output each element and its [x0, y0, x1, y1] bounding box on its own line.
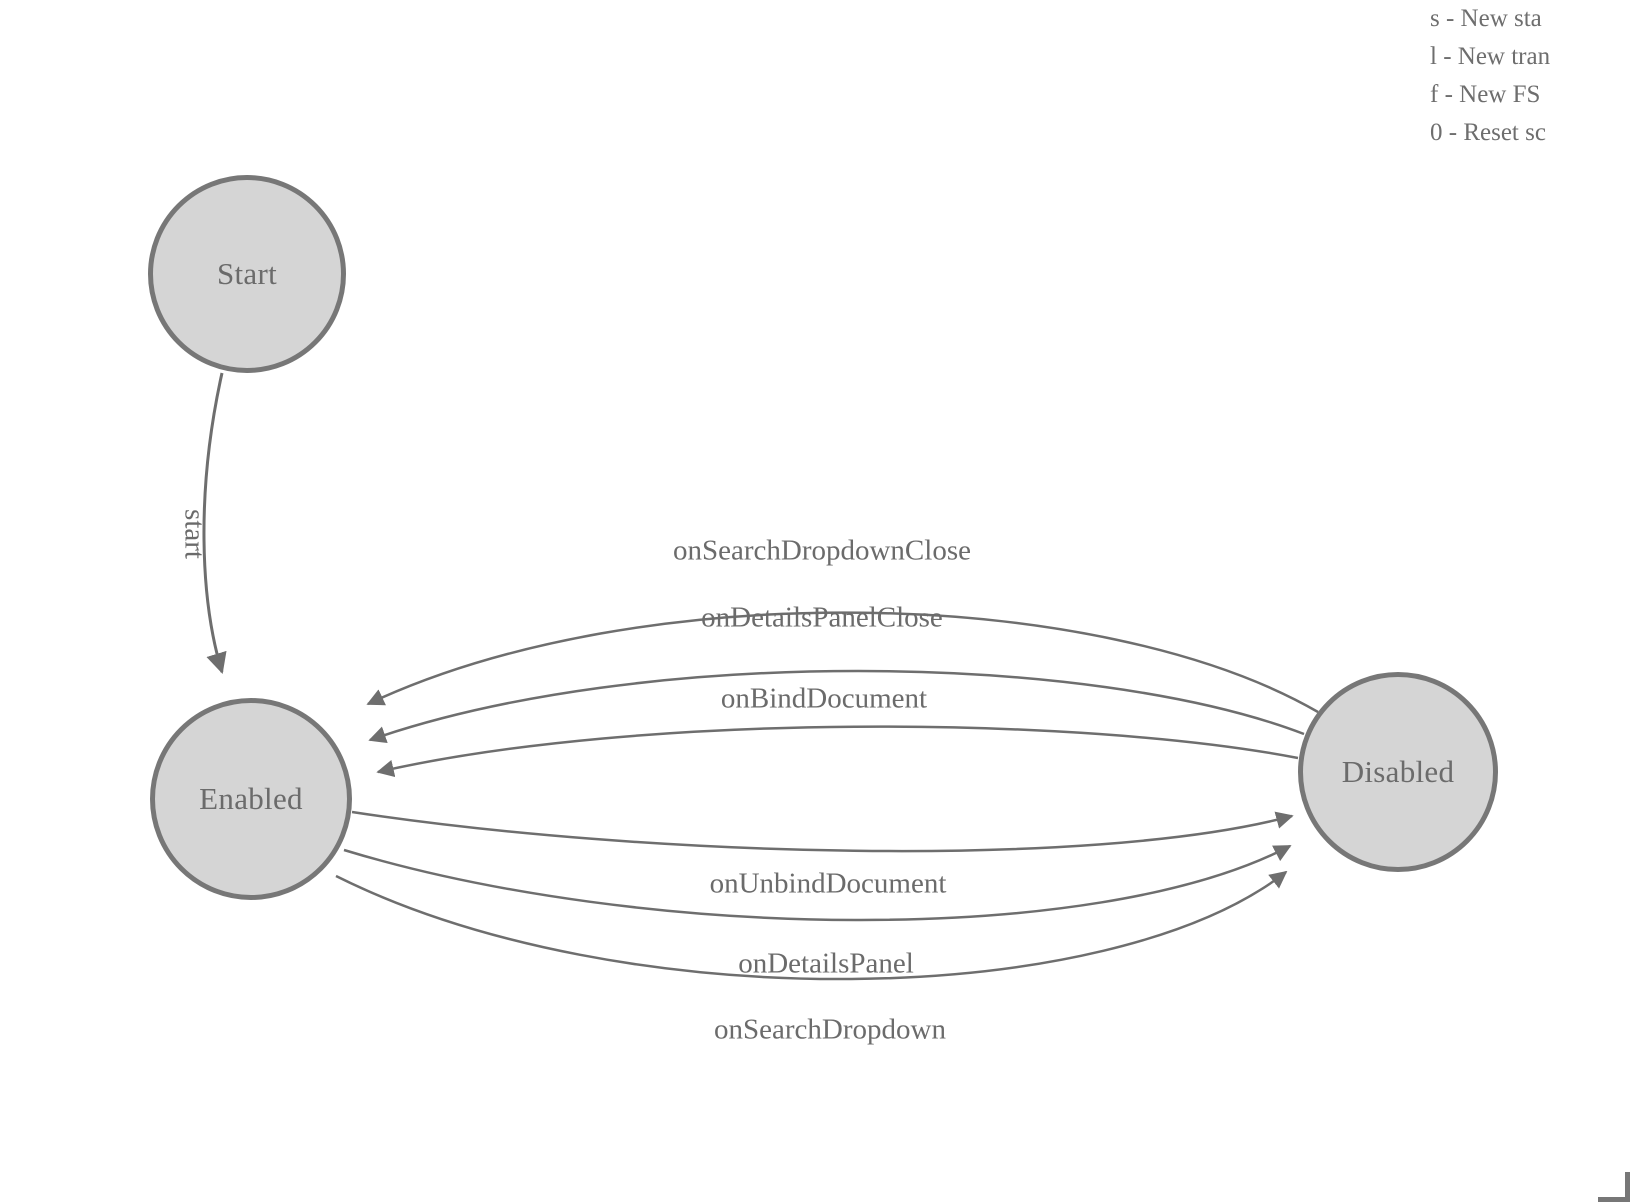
edge-onsearchdropdown: [335, 870, 1288, 981]
state-node-start-label: Start: [216, 256, 278, 291]
edge-onunbinddocument: [351, 810, 1294, 853]
edge-onbinddocument: [376, 725, 1299, 778]
edge-label-onbinddocument: onBindDocument: [720, 682, 928, 715]
edge-label-onsearchdropdownclose: onSearchDropdownClose: [672, 534, 972, 567]
state-node-start[interactable]: Start: [148, 175, 346, 373]
edge-ondetailspanelclose: [368, 669, 1305, 744]
state-node-disabled-label: Disabled: [1341, 754, 1455, 789]
state-node-enabled[interactable]: Enabled: [150, 698, 352, 900]
edge-label-onsearchdropdown: onSearchDropdown: [714, 1013, 946, 1046]
edge-label-ondetailspanelclose: onDetailsPanelClose: [701, 601, 943, 634]
edge-label-start: start: [178, 509, 211, 559]
edge-start-to-enabled: [202, 372, 227, 675]
edge-label-ondetailspanel: onDetailsPanel: [738, 947, 914, 980]
state-node-enabled-label: Enabled: [199, 781, 303, 816]
state-node-disabled[interactable]: Disabled: [1298, 672, 1498, 872]
resize-corner-icon[interactable]: [1598, 1172, 1630, 1202]
edge-label-onunbinddocument: onUnbindDocument: [709, 867, 947, 900]
edge-onsearchdropdownclose: [366, 611, 1319, 714]
edge-ondetailspanel: [343, 844, 1292, 922]
